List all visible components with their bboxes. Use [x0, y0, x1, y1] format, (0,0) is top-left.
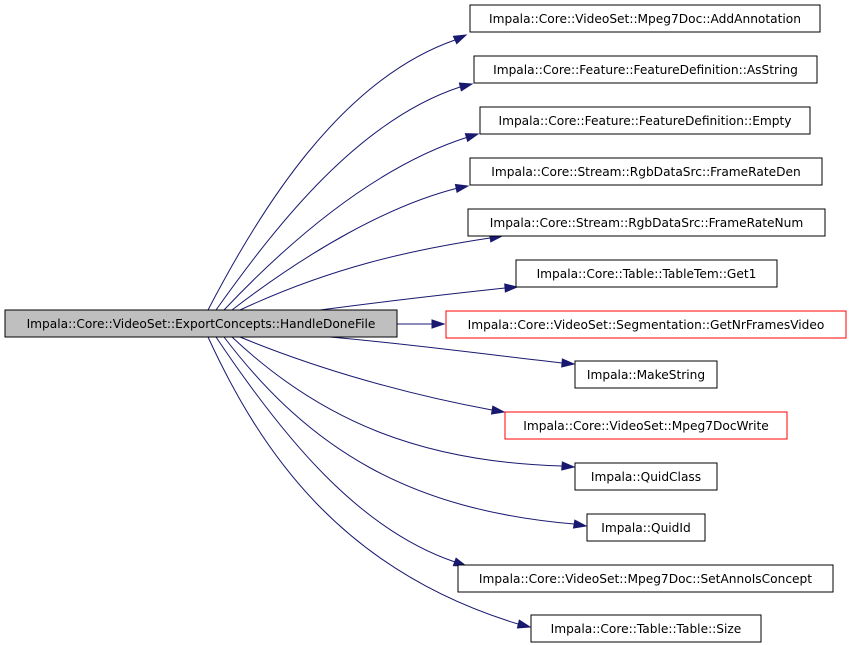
callee-node[interactable]: Impala::Core::VideoSet::Mpeg7DocWrite — [504, 411, 788, 440]
callee-node-box — [574, 360, 718, 389]
call-edge — [319, 283, 519, 311]
arrow-head — [561, 461, 576, 471]
edge-line — [207, 336, 519, 625]
call-edge — [239, 336, 506, 415]
callee-node-box — [515, 259, 778, 288]
edge-line — [329, 336, 563, 364]
callee-node[interactable]: Impala::Core::Feature::FeatureDefinition… — [479, 106, 811, 135]
callee-node[interactable]: Impala::Core::VideoSet::Segmentation::Ge… — [445, 310, 847, 339]
node-label: Impala::QuidClass — [591, 470, 701, 484]
callee-node[interactable]: Impala::MakeString — [574, 360, 718, 389]
arrow-head — [490, 405, 506, 415]
callee-node[interactable]: Impala::Core::Stream::RgbDataSrc::FrameR… — [469, 157, 823, 186]
callee-node-box — [467, 208, 826, 237]
arrow-head — [464, 133, 480, 143]
node-label: Impala::MakeString — [587, 368, 705, 382]
node-label: Impala::Core::Table::Table::Size — [551, 622, 742, 636]
call-edge — [207, 34, 468, 311]
node-label: Impala::Core::VideoSet::Segmentation::Ge… — [468, 318, 825, 332]
edge-line — [223, 336, 575, 525]
call-edge — [231, 336, 576, 471]
arrow-head — [431, 319, 446, 329]
callee-node[interactable]: Impala::Core::Feature::FeatureDefinition… — [473, 55, 818, 84]
call-edge — [231, 183, 470, 311]
arrow-head — [452, 34, 468, 45]
call-edge — [215, 82, 474, 311]
edge-line — [223, 136, 469, 311]
node-label: Impala::Core::VideoSet::Mpeg7Doc::SetAnn… — [479, 572, 812, 586]
arrow-head — [572, 519, 588, 529]
edge-line — [231, 187, 459, 311]
node-label: Impala::Core::Stream::RgbDataSrc::FrameR… — [490, 216, 804, 230]
callee-node-box — [530, 614, 762, 643]
node-label: Impala::Core::Feature::FeatureDefinition… — [493, 63, 798, 77]
edge-line — [215, 336, 456, 563]
node-label: Impala::Core::Feature::FeatureDefinition… — [498, 114, 791, 128]
call-edge — [207, 336, 532, 629]
edge-line — [207, 39, 456, 311]
callee-node-box — [504, 411, 788, 440]
callee-node-box — [469, 157, 823, 186]
node-label: Impala::Core::Stream::RgbDataSrc::FrameR… — [491, 165, 800, 179]
arrow-head — [458, 82, 474, 92]
callee-node-box — [473, 55, 818, 84]
callee-node-box — [479, 106, 811, 135]
node-label: Impala::Core::Table::TableTem::Get1 — [537, 267, 757, 281]
arrow-head — [516, 619, 532, 629]
callee-node-box — [586, 513, 706, 542]
edge-line — [239, 336, 493, 411]
callee-node[interactable]: Impala::QuidId — [586, 513, 706, 542]
edge-line — [231, 336, 563, 467]
node-label: Impala::Core::VideoSet::Mpeg7Doc::AddAnn… — [489, 12, 801, 26]
node-label: Impala::Core::VideoSet::Mpeg7DocWrite — [523, 419, 769, 433]
arrow-head — [561, 358, 576, 368]
call-nodes: Impala::Core::VideoSet::ExportConcepts::… — [4, 4, 847, 643]
edge-line — [319, 287, 506, 311]
node-label: Impala::QuidId — [601, 521, 691, 535]
call-edge — [329, 336, 576, 368]
arrow-head — [454, 183, 470, 194]
callee-node[interactable]: Impala::Core::Table::TableTem::Get1 — [515, 259, 778, 288]
call-edge — [239, 233, 504, 311]
callee-node[interactable]: Impala::Core::VideoSet::Mpeg7Doc::SetAnn… — [457, 564, 834, 593]
call-edge — [215, 336, 468, 567]
call-edge — [397, 319, 446, 329]
callee-node-box — [445, 310, 847, 339]
callee-node-box — [574, 462, 718, 491]
callee-node-box — [457, 564, 834, 593]
callee-node-box — [469, 4, 821, 33]
callee-node[interactable]: Impala::Core::Table::Table::Size — [530, 614, 762, 643]
node-label: Impala::Core::VideoSet::ExportConcepts::… — [27, 317, 376, 331]
arrow-head — [504, 283, 519, 293]
edge-line — [239, 237, 491, 311]
root-function-node[interactable]: Impala::Core::VideoSet::ExportConcepts::… — [4, 309, 398, 338]
callee-node[interactable]: Impala::Core::VideoSet::Mpeg7Doc::AddAnn… — [469, 4, 821, 33]
call-edge — [223, 133, 480, 311]
root-node-box — [4, 309, 398, 338]
call-edge — [223, 336, 588, 529]
edge-line — [215, 86, 461, 311]
callee-node[interactable]: Impala::Core::Stream::RgbDataSrc::FrameR… — [467, 208, 826, 237]
callee-node[interactable]: Impala::QuidClass — [574, 462, 718, 491]
call-edges — [207, 34, 588, 629]
